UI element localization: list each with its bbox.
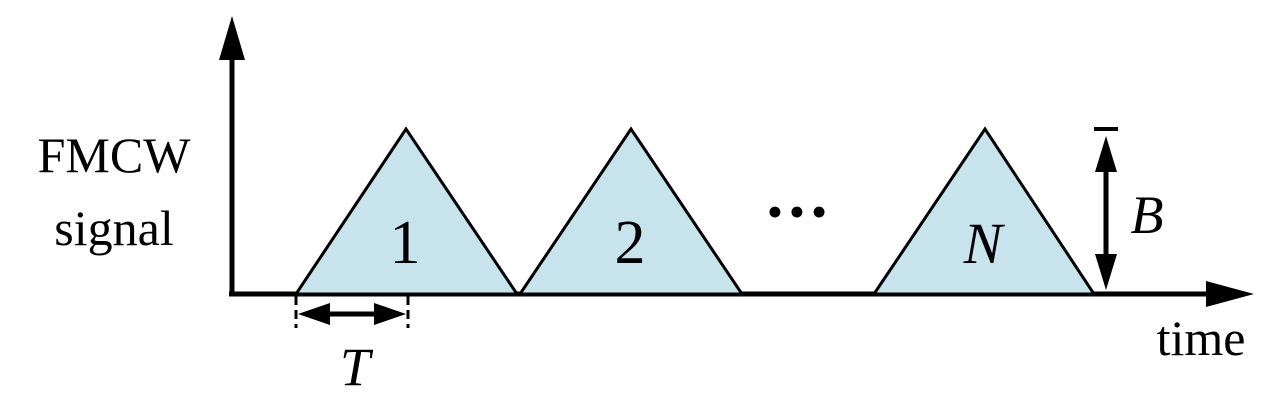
chirp-triangle-2 xyxy=(517,126,745,296)
y-axis-label-line2: signal xyxy=(54,200,173,256)
bandwidth-label: B xyxy=(1131,185,1164,245)
chirp-triangle-n xyxy=(871,126,1097,296)
bandwidth-arrow-up-icon xyxy=(1095,136,1117,172)
x-axis-arrow-icon xyxy=(1206,281,1254,307)
ellipsis: ••• xyxy=(767,186,833,237)
bandwidth-marker xyxy=(1094,127,1118,296)
chirp-label-1: 1 xyxy=(390,209,421,277)
y-axis-arrow-icon xyxy=(219,16,245,60)
period-label: T xyxy=(340,337,374,397)
period-arrow-right-icon xyxy=(374,303,406,325)
chirp-label-n: N xyxy=(963,211,1006,276)
chirp-label-2: 2 xyxy=(615,209,646,277)
period-arrow-left-icon xyxy=(298,303,330,325)
chirp-triangle-1 xyxy=(293,126,520,296)
period-marker xyxy=(294,296,410,328)
bandwidth-arrow-down-icon xyxy=(1095,254,1117,290)
x-axis-label: time xyxy=(1157,310,1246,366)
y-axis-label-line1: FMCW xyxy=(38,127,192,183)
